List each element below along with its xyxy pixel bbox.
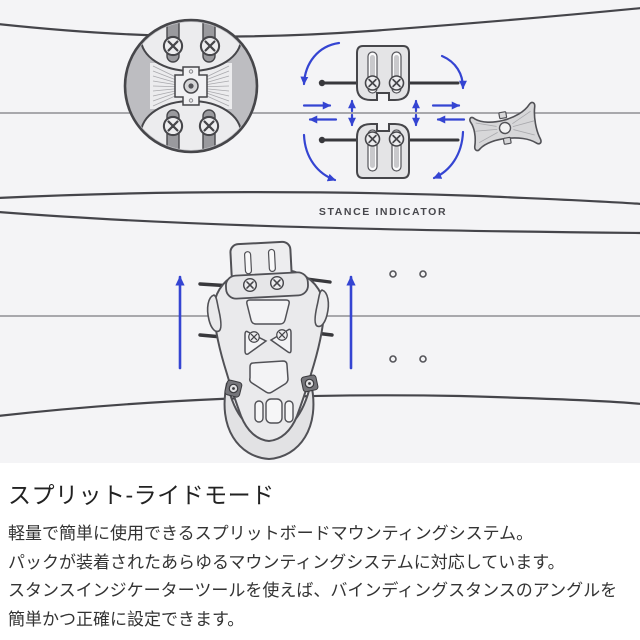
binding-frame-ear-left (206, 294, 222, 333)
mounting-puck-rear (356, 123, 410, 179)
heel-slot (284, 400, 294, 423)
phillips-screw-icon (162, 115, 184, 137)
hatch-lines-left (152, 65, 185, 107)
splitboard-mounting-diagram: STANCE INDICATOR (0, 0, 640, 463)
hatch-lines-right (197, 65, 230, 107)
phillips-screw-icon (199, 35, 221, 57)
stance-indicator-tool (469, 101, 542, 152)
frame-cutout-top (246, 299, 290, 325)
description-line: パックが装着されたあらゆるマウンティングシステムに対応しています。 (8, 552, 565, 572)
binding-corner-pad-left (224, 379, 243, 398)
description-line: 軽量で簡単に使用できるスプリットボードマウンティングシステム。 (8, 524, 534, 543)
phillips-screw-icon (242, 277, 258, 293)
channel-dome-bottom (140, 100, 242, 150)
binding-frame-ear-right (314, 289, 330, 328)
insert-holes (389, 270, 427, 363)
phillips-screw-icon (276, 329, 288, 341)
binding-corner-pad-right (300, 374, 319, 393)
binding-illustration (198, 240, 334, 461)
description-section: スプリット-ライドモード 軽量で簡単に使用できるスプリットボードマウンティングシ… (0, 463, 640, 635)
heel-slot (254, 400, 264, 423)
page-title: スプリット-ライドモード (8, 482, 275, 508)
channel-dome-top (140, 22, 242, 72)
phillips-screw-icon (388, 131, 405, 147)
heel-slot (265, 398, 283, 424)
phillips-screw-icon (364, 75, 381, 91)
phillips-screw-icon (388, 75, 405, 91)
description-line: スタンスインジケーターツールを使えば、バインディングスタンスのアングルを (8, 581, 618, 601)
rotation-arrow-icons (300, 41, 467, 182)
diagram-svg: STANCE INDICATOR (0, 7, 640, 461)
separation-arrow-icons (348, 99, 420, 127)
frame-cutout-bottom (249, 360, 289, 394)
lift-arrow-icons (175, 275, 356, 370)
mounting-puck-front (356, 45, 410, 101)
phillips-screw-icon (198, 115, 220, 137)
slide-arrow-icons (302, 101, 466, 124)
description-line: 簡単かつ正確に設定できます。 (8, 610, 245, 630)
phillips-screw-icon (162, 35, 184, 57)
description-paragraph: 軽量で簡単に使用できるスプリットボードマウンティングシステム。 パックが装着され… (8, 520, 632, 635)
binding-crossbar (225, 271, 309, 300)
phillips-screw-icon (364, 131, 381, 147)
stance-indicator-label: STANCE INDICATOR (319, 206, 447, 218)
phillips-screw-icon (269, 275, 285, 291)
center-hub-hole (188, 83, 194, 89)
binding-top-bracket (229, 240, 293, 284)
magnified-channel-detail (123, 18, 259, 154)
phillips-screw-icon (248, 331, 260, 343)
